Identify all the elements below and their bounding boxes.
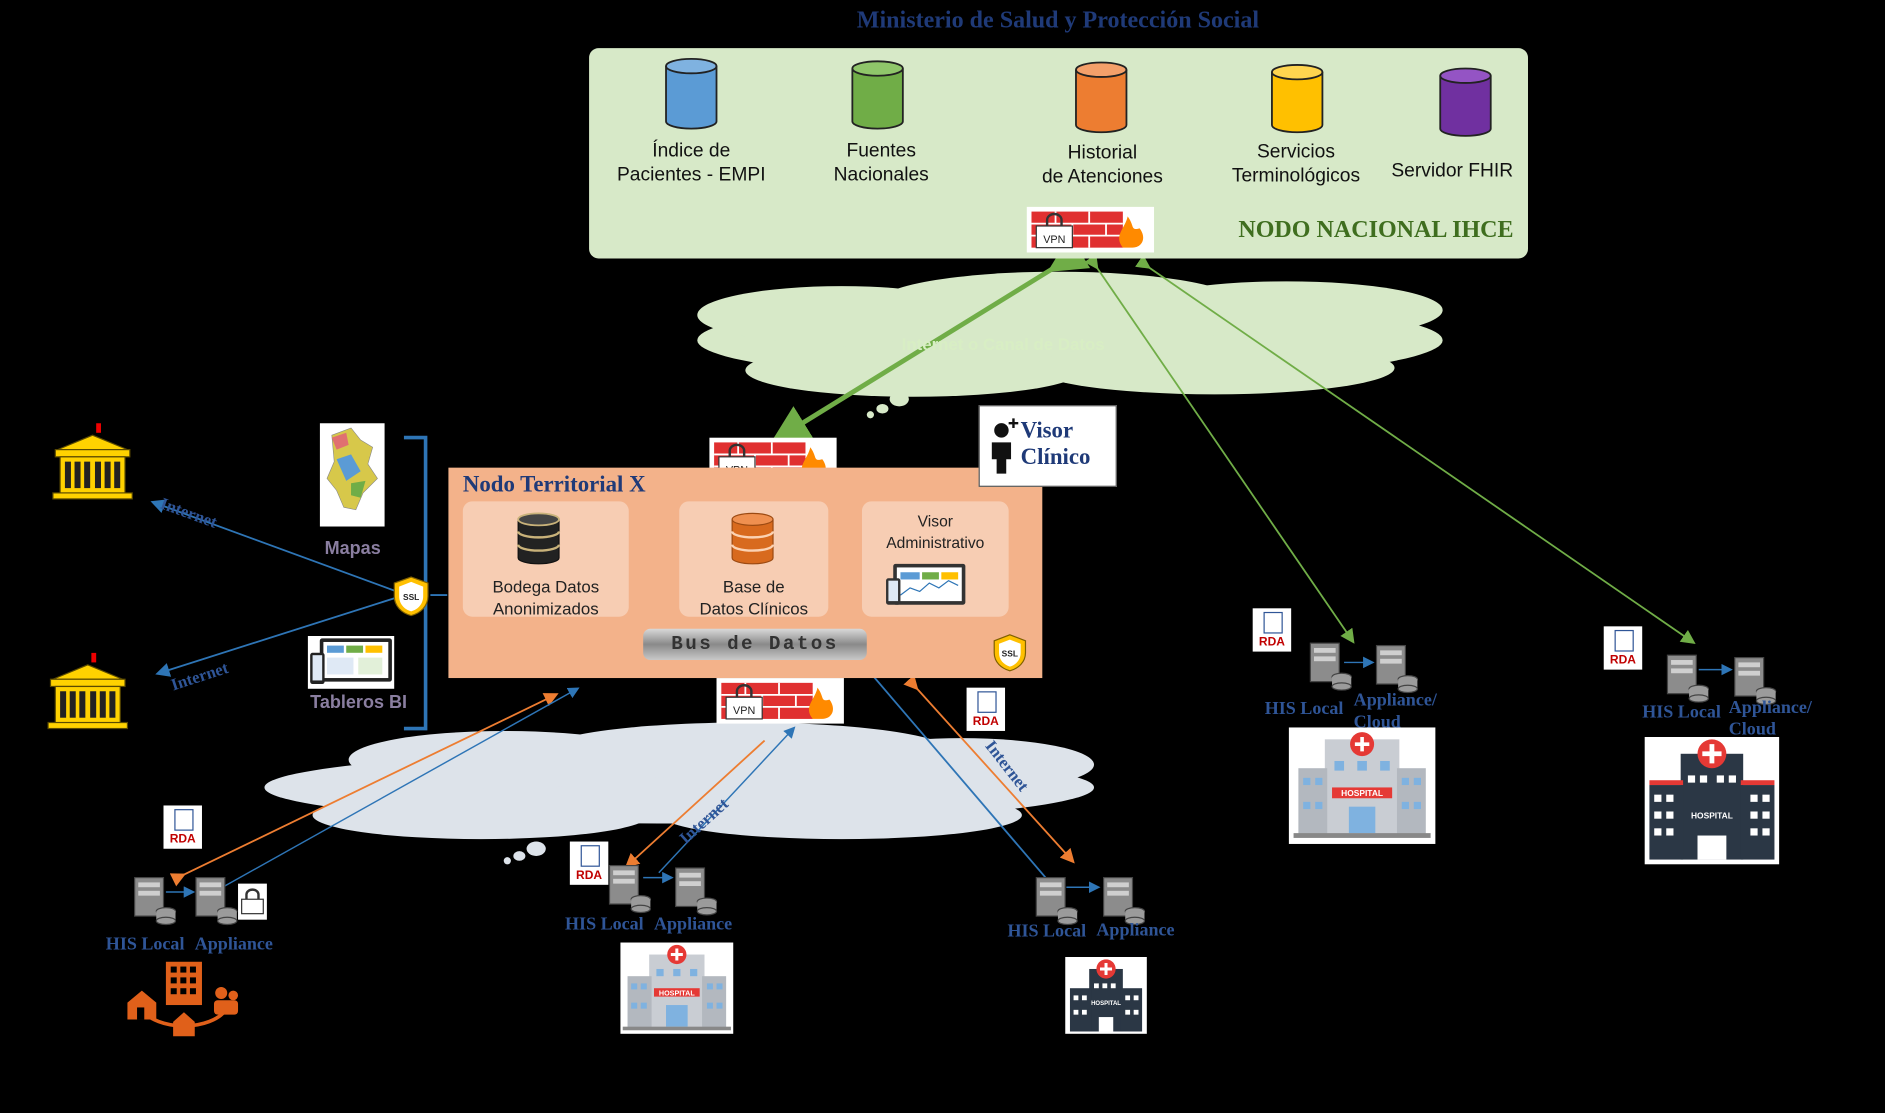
doctor-icon xyxy=(991,418,1019,474)
data-bus: Bus de Datos xyxy=(643,628,867,661)
government-building-icon xyxy=(47,652,129,730)
ministry-title: Ministerio de Salud y Protección Social xyxy=(856,7,1260,34)
database-icon xyxy=(665,58,718,130)
database-icon xyxy=(1271,64,1324,134)
svg-text:SSL: SSL xyxy=(403,592,419,602)
territorial-node-title: Nodo Territorial X xyxy=(462,472,646,498)
firewall-vpn-icon: VPN xyxy=(1026,206,1155,253)
government-building-icon xyxy=(52,423,133,500)
svg-text:HOSPITAL: HOSPITAL xyxy=(1341,788,1383,798)
dashboard-bi-icon[interactable] xyxy=(307,635,395,689)
dashboard-screen-icon xyxy=(886,563,966,605)
appliance-label: Appliance xyxy=(653,914,733,935)
ssl-shield-icon: SSL xyxy=(393,576,429,617)
cloud-label: Internet o Canal de Datos xyxy=(901,334,1105,354)
rda-document-icon: RDA xyxy=(966,687,1006,731)
rda-document-icon: RDA xyxy=(569,841,609,885)
svg-text:VPN: VPN xyxy=(1043,234,1065,246)
rda-document-icon: RDA xyxy=(163,805,202,849)
database-icon xyxy=(851,60,904,130)
svg-text:HOSPITAL: HOSPITAL xyxy=(1691,811,1733,821)
national-node-label: NODO NACIONAL IHCE xyxy=(1238,216,1514,243)
dashboards-label: Tableros BI xyxy=(310,692,408,713)
hospital-icon: HOSPITAL xyxy=(620,942,734,1034)
rda-document-icon: RDA xyxy=(1252,608,1292,652)
maps-label: Mapas xyxy=(324,538,381,560)
rural-health-network-icon xyxy=(127,961,239,1037)
firewall-vpn-icon: VPN xyxy=(716,678,844,724)
svg-text:HOSPITAL: HOSPITAL xyxy=(659,988,695,997)
appliance-label: Appliance xyxy=(1096,920,1175,941)
appliance-cloud-label: Appliance/Cloud xyxy=(1728,698,1812,740)
svg-text:VPN: VPN xyxy=(733,705,755,717)
database-icon xyxy=(730,512,775,565)
database-icon xyxy=(516,512,561,565)
database-icon xyxy=(1075,61,1128,134)
his-local-label: HIS Local xyxy=(565,914,644,935)
his-local-label: HIS Local xyxy=(105,935,185,955)
database-icon xyxy=(1439,67,1492,137)
hospital-icon: HOSPITAL xyxy=(1288,727,1436,844)
svg-text:HOSPITAL: HOSPITAL xyxy=(1091,1001,1121,1007)
his-local-label: HIS Local xyxy=(1007,922,1087,942)
hospital-icon: HOSPITAL xyxy=(1065,956,1147,1034)
hospital-icon: HOSPITAL xyxy=(1644,736,1780,865)
rda-document-icon: RDA xyxy=(1603,626,1643,670)
db-label-fhir: Servidor FHIR xyxy=(1391,161,1514,182)
svg-text:SSL: SSL xyxy=(1002,648,1018,658)
ssl-shield-icon: SSL xyxy=(993,634,1027,672)
his-local-label: HIS Local xyxy=(1264,699,1344,719)
his-local-label: HIS Local xyxy=(1642,703,1721,723)
map-icon[interactable] xyxy=(319,423,385,527)
appliance-cloud-label: Appliance/Cloud xyxy=(1353,691,1437,733)
appliance-label: Appliance xyxy=(194,935,273,955)
